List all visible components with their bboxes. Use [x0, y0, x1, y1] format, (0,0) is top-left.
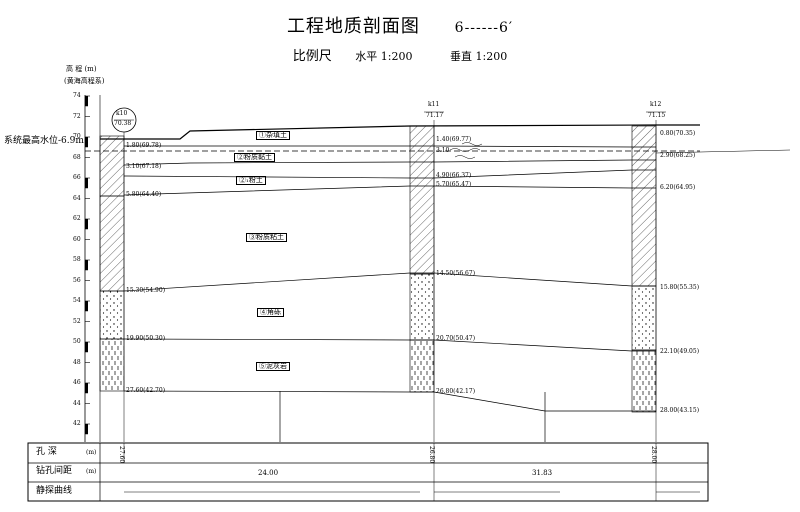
- axis-scale-block: [85, 178, 88, 189]
- water-symbols: [449, 142, 483, 159]
- axis-scale-block: [85, 158, 88, 168]
- axis-tick-label: 70: [73, 133, 81, 140]
- borehole-k11-elev: 71.17: [426, 112, 444, 119]
- elevation-axis: [84, 95, 101, 442]
- data-table: [27, 442, 709, 502]
- axis-scale-block: [85, 383, 88, 394]
- scale-horizontal: 水平 1:200: [355, 50, 413, 63]
- depth-mark: 26.80(42.17): [436, 388, 476, 395]
- depth-mark: 3.10: [436, 147, 450, 154]
- table-depth-k12: 28.00: [650, 446, 657, 464]
- borehole-k10-column: [99, 130, 125, 442]
- depth-mark: 14.50(56.67): [436, 270, 476, 277]
- axis-tick-label: 48: [73, 358, 81, 366]
- depth-mark: 5.70(65.47): [436, 181, 472, 188]
- borehole-k10-elev: 70.38: [114, 120, 132, 127]
- depth-mark: 0.80(70.35): [660, 130, 696, 137]
- borehole-k12-column: [631, 120, 657, 442]
- drawing-title: 工程地质剖面图 6------6′: [0, 18, 800, 36]
- table-row1-unit: (m): [86, 449, 97, 456]
- water-level-label: 系统最高水位-6.9m: [4, 136, 84, 146]
- scale-line: 比例尺 水平 1:200 垂直 1:200: [0, 50, 800, 63]
- table-row3-label: 静探曲线: [36, 486, 73, 496]
- depth-mark: 1.40(69.77): [436, 136, 472, 143]
- borehole-k12-id: k12: [650, 101, 662, 108]
- table-spacing-2: 31.83: [532, 469, 553, 477]
- axis-scale-block: [85, 199, 88, 209]
- axis-tick-label: 60: [73, 235, 81, 243]
- table-row2-label: 钻孔间距: [36, 466, 73, 476]
- axis-tick-label: 64: [73, 194, 81, 202]
- depth-mark: 15.80(55.35): [660, 284, 700, 291]
- axis-scale-block: [85, 240, 88, 250]
- axis-tick-label: 52: [73, 317, 81, 325]
- axis-tick-label: 44: [73, 399, 81, 407]
- axis-scale-block: [85, 342, 88, 353]
- axis-scale-block: [85, 301, 88, 312]
- axis-tick-label: 62: [73, 215, 81, 222]
- depth-mark: 4.90(66.37): [436, 172, 472, 179]
- axis-scale-block: [85, 137, 88, 148]
- depth-mark: 2.90(68.25): [660, 152, 696, 159]
- depth-mark: 1.80(69.78): [126, 142, 162, 149]
- depth-mark: 28.00(43.15): [660, 407, 700, 414]
- layer-label-1: ①杂填土: [256, 131, 290, 140]
- ground-surface-line: [100, 124, 700, 140]
- axis-sublabel: (黄海高程系): [64, 77, 105, 85]
- axis-scale-block: [85, 260, 88, 271]
- axis-scale-block: [85, 363, 88, 373]
- axis-tick-label: 72: [73, 112, 81, 120]
- title-text: 工程地质剖面图: [286, 16, 420, 37]
- depth-mark: 5.80(64.40): [126, 191, 162, 198]
- axis-scale-block: [85, 404, 88, 414]
- axis-scale-block: [85, 96, 88, 107]
- layer-label-2-1: ②₁粉土: [236, 176, 266, 185]
- axis-scale-block: [85, 219, 88, 230]
- borehole-k11-id: k11: [428, 101, 440, 108]
- axis-scale-block: [85, 281, 88, 291]
- table-depth-k10: 27.60: [118, 446, 125, 464]
- axis-tick-label: 46: [73, 379, 81, 386]
- table-row2-unit: (m): [86, 468, 97, 475]
- axis-tick-label: 74: [73, 92, 81, 99]
- table-spacing-1: 24.00: [258, 469, 279, 477]
- axis-scale-block: [85, 117, 88, 127]
- axis-tick-label: 66: [73, 174, 81, 181]
- axis-scale-block: [85, 424, 88, 435]
- axis-scale-block: [85, 322, 88, 332]
- depth-mark: 22.10(49.05): [660, 348, 700, 355]
- axis-tick-label: 42: [73, 420, 81, 427]
- axis-tick-label: 54: [73, 297, 81, 304]
- layer-label-2: ②粉质黏土: [234, 153, 275, 162]
- layer-boundaries: [123, 145, 656, 442]
- scale-label: 比例尺: [292, 49, 332, 64]
- table-row1-label: 孔 深: [36, 447, 57, 457]
- layer-label-3: ③粉质粘土: [246, 233, 287, 242]
- scale-vertical: 垂直 1:200: [450, 50, 508, 63]
- borehole-k11-column: [409, 120, 435, 442]
- depth-mark: 15.30(54.90): [126, 287, 166, 294]
- depth-mark: 3.10(67.18): [126, 163, 162, 170]
- borehole-k10-id: k10: [116, 110, 128, 117]
- depth-mark: 6.20(64.95): [660, 184, 696, 191]
- layer-label-5: ⑤泥灰岩: [256, 362, 290, 371]
- section-id: 6------6′: [454, 20, 514, 36]
- axis-tick-label: 56: [73, 276, 81, 284]
- layer-label-4: ④角砾: [257, 308, 284, 317]
- depth-mark: 20.70(50.47): [436, 335, 476, 342]
- axis-tick-label: 58: [73, 256, 81, 263]
- depth-mark: 27.60(42.70): [126, 387, 166, 394]
- depth-mark: 19.90(50.30): [126, 335, 166, 342]
- axis-tick-label: 68: [73, 153, 81, 161]
- borehole-k12-elev: 71.15: [648, 112, 666, 119]
- axis-tick-label: 50: [73, 338, 81, 345]
- table-depth-k11: 26.80: [428, 446, 435, 464]
- axis-label: 高 程 (m): [66, 65, 97, 73]
